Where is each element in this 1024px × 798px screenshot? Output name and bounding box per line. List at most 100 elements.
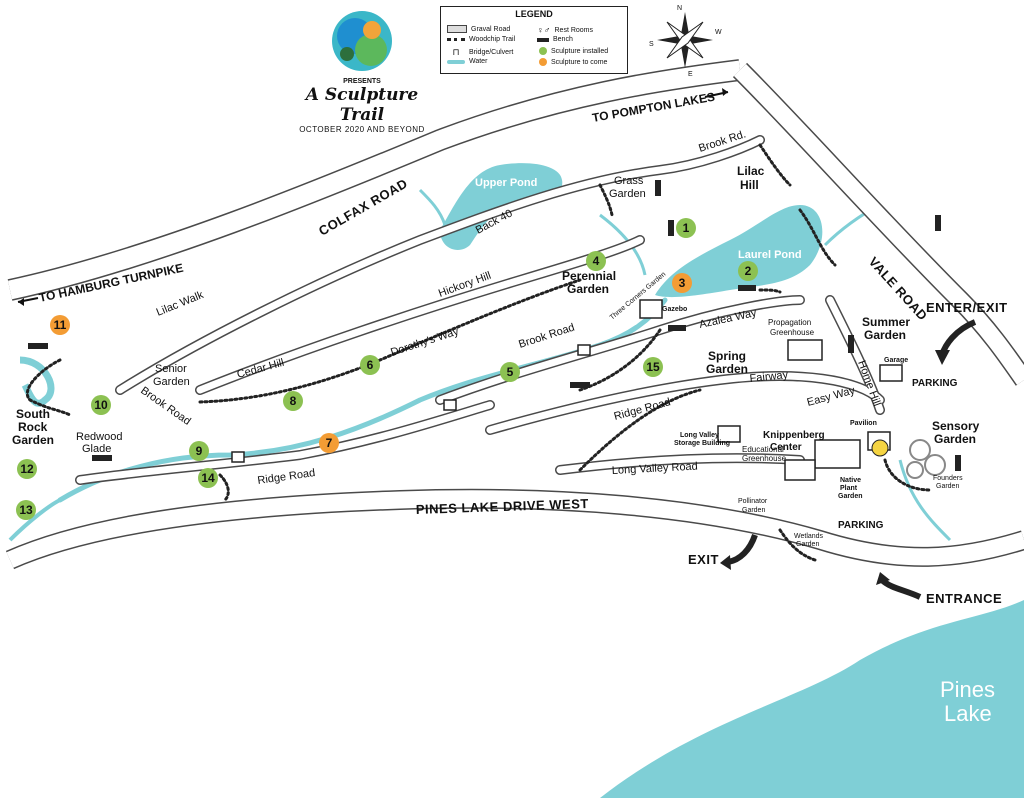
lilac-hill-label-1: Lilac xyxy=(737,164,765,178)
native-plant-garden-label-2: Plant xyxy=(840,485,858,492)
sculpture-marker[interactable]: 6 xyxy=(360,355,380,375)
enter-exit-label: ENTER/EXIT xyxy=(926,300,1008,315)
long-valley-storage-label-1: Long Valley xyxy=(680,432,719,439)
knippenberg-center-building xyxy=(814,439,861,469)
sculpture-marker[interactable]: 13 xyxy=(16,500,36,520)
svg-text:9: 9 xyxy=(196,444,203,458)
founders-garden-label-2: Garden xyxy=(936,483,959,490)
knippenberg-center-label-1: Knippenberg xyxy=(763,430,825,441)
bench-icon xyxy=(537,37,549,42)
dateline: OCTOBER 2020 AND BEYOND xyxy=(299,125,425,134)
bench-icon xyxy=(848,335,854,353)
brook-road-label: Brook Road xyxy=(517,321,576,350)
pavilion-label: Pavilion xyxy=(850,420,877,427)
sculpture-marker[interactable]: 7 xyxy=(319,433,339,453)
legend-label: Rest Rooms xyxy=(554,26,594,34)
sculpture-marker[interactable]: 11 xyxy=(50,315,70,335)
fairway-label: Fairway xyxy=(749,369,789,385)
sculpture-marker[interactable]: 15 xyxy=(643,357,663,377)
legend-sculpture-to-come: Sculpture to come xyxy=(539,58,607,66)
south-rock-garden-label-1: South xyxy=(16,407,50,421)
sculpture-marker[interactable]: 1 xyxy=(676,218,696,238)
entrance-label: ENTRANCE xyxy=(926,591,1002,606)
propagation-greenhouse-label-1: Propagation xyxy=(768,318,811,327)
bench-icon xyxy=(935,215,941,231)
bench-icon xyxy=(738,285,756,291)
legend-label: Sculpture installed xyxy=(551,47,609,55)
summer-garden-label-1: Summer xyxy=(862,315,910,329)
entrance-arrow xyxy=(879,577,922,600)
upper-pond-label: Upper Pond xyxy=(475,177,537,189)
legend-gravel-road: Graval Road xyxy=(447,25,510,33)
art-in-arboretum-logo xyxy=(327,6,397,76)
sculpture-marker[interactable]: 9 xyxy=(189,441,209,461)
gazebo-label: Gazebo xyxy=(662,306,687,313)
svg-text:10: 10 xyxy=(94,398,108,412)
grass-garden-label-2: Garden xyxy=(609,188,646,200)
compass-s: S xyxy=(649,41,654,48)
exit-label: EXIT xyxy=(688,552,719,567)
svg-text:15: 15 xyxy=(646,360,660,374)
sculpture-marker[interactable]: 12 xyxy=(17,459,37,479)
south-rock-garden-label-2: Rock xyxy=(18,420,48,434)
sculpture-marker[interactable]: 4 xyxy=(586,251,606,271)
legend-title: LEGEND xyxy=(515,9,553,19)
gazebo-structure xyxy=(639,299,663,319)
perennial-garden-label-1: Perennial xyxy=(562,269,616,283)
pollinator-garden-label-2: Garden xyxy=(742,507,765,514)
sensory-garden-label-2: Garden xyxy=(934,432,976,446)
legend-label: Woodchip Trail xyxy=(469,36,516,43)
perennial-garden-label-2: Garden xyxy=(567,282,609,296)
cedar-hill-label: Cedar Hill xyxy=(236,357,286,381)
exit-arrow xyxy=(727,533,758,565)
pines-lake-label-2: Lake xyxy=(944,701,992,726)
compass-rose: N S E W xyxy=(649,5,722,78)
sculpture-marker[interactable]: 8 xyxy=(283,391,303,411)
compass-e: E xyxy=(688,71,693,78)
bench-icon xyxy=(655,180,661,196)
laurel-pond-label: Laurel Pond xyxy=(738,249,802,261)
pines-lake-label-1: Pines xyxy=(940,677,995,702)
bench-icon xyxy=(570,382,590,388)
redwood-glade-label-2: Glade xyxy=(82,443,111,455)
bridges xyxy=(231,344,591,463)
bench-icon xyxy=(92,455,112,461)
pollinator-garden-label-1: Pollinator xyxy=(738,498,768,505)
svg-text:8: 8 xyxy=(290,394,297,408)
ridge-road-west-label: Ridge Road xyxy=(257,467,316,487)
stream-west xyxy=(8,498,61,542)
restroom-icon: ♀♂ xyxy=(537,25,551,35)
legend-label: Bridge/Culvert xyxy=(469,49,514,56)
presents-text: PRESENTS xyxy=(343,78,381,85)
compass-n: N xyxy=(677,5,682,12)
propagation-greenhouse-label-2: Greenhouse xyxy=(770,328,815,337)
sculpture-marker[interactable]: 3 xyxy=(672,273,692,293)
educational-greenhouse-building xyxy=(784,459,816,481)
legend-bench: Bench xyxy=(537,36,573,43)
legend-rest-rooms: ♀♂Rest Rooms xyxy=(537,25,593,35)
sculpture-marker[interactable]: 10 xyxy=(91,395,111,415)
south-rock-garden-label-3: Garden xyxy=(12,433,54,447)
restrooms-icon xyxy=(871,439,889,457)
wetlands-garden-label-2: Garden xyxy=(796,541,819,548)
svg-text:2: 2 xyxy=(745,264,752,278)
parking-south-label: PARKING xyxy=(838,520,884,531)
bridge-icon xyxy=(577,344,591,356)
garage-building xyxy=(879,364,903,382)
summer-garden-label-2: Garden xyxy=(864,328,906,342)
sculpture-marker[interactable]: 14 xyxy=(198,468,218,488)
long-valley-storage-label-2: Storage Building xyxy=(674,440,730,447)
long-valley-road-label: Long Valley Road xyxy=(612,461,699,477)
gravel-road-icon xyxy=(447,25,467,33)
sculpture-marker[interactable]: 2 xyxy=(738,261,758,281)
educational-greenhouse-label-2: Greenhouse xyxy=(742,454,787,463)
svg-text:4: 4 xyxy=(593,254,600,268)
stream-trib-2 xyxy=(418,188,447,226)
woodchip-trail-icon xyxy=(447,38,465,41)
garage-label: Garage xyxy=(884,357,908,364)
legend-bridge: ⊓Bridge/Culvert xyxy=(447,47,513,58)
sculpture-marker[interactable]: 5 xyxy=(500,362,520,382)
sculpture-to-come-icon xyxy=(539,58,547,66)
long-valley-storage-building xyxy=(717,425,741,443)
native-plant-garden-label-1: Native xyxy=(840,477,861,484)
